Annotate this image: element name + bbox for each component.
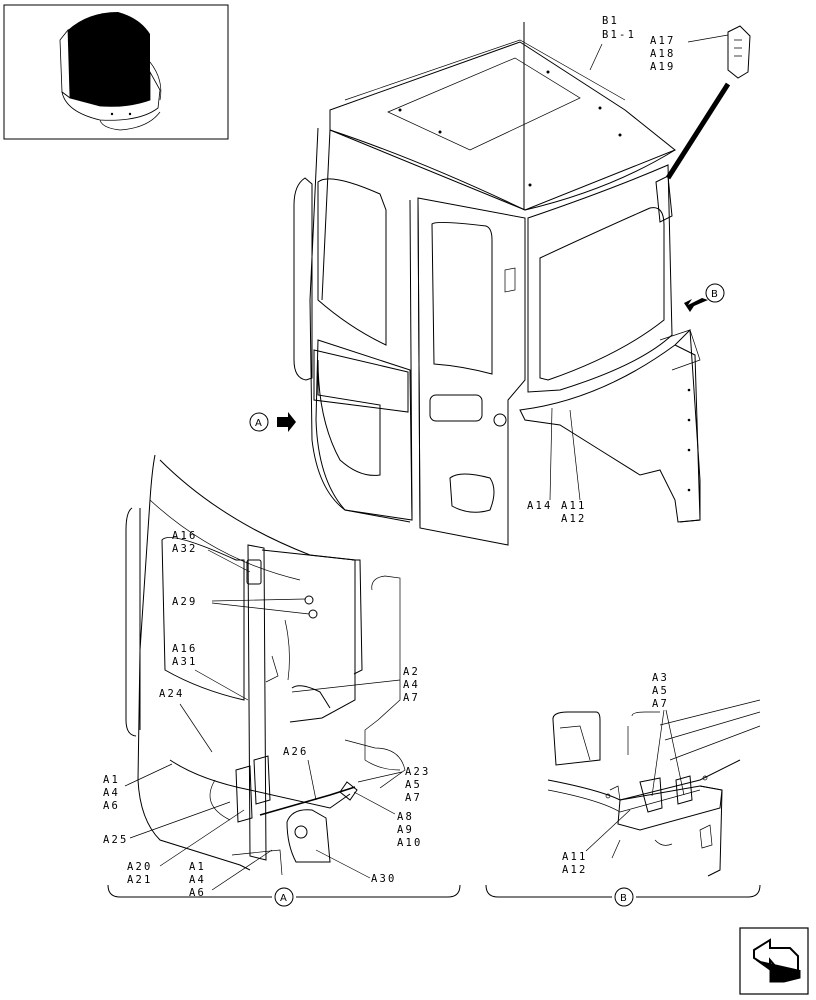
callout-label: A10 [397,837,423,849]
arrow-icon [277,412,296,432]
callout-a14-a11: A14 A11 A12 [527,407,587,525]
callout-label: A1 [189,861,206,873]
callout-a17: A17 A18 A19 [650,25,751,180]
cab-assembly [293,22,701,546]
view-b-indicator: B [684,283,725,312]
callout-label: A25 [103,834,129,846]
callout-label: A23 [405,766,431,778]
callout-label: A19 [650,61,676,73]
callout-label: A4 [103,787,120,799]
callout-label: A2 [403,666,420,678]
view-a-indicator: A [249,412,296,432]
view-b-label: B [711,289,718,300]
callout-label: A14 [527,500,553,512]
detail-b-label: B [620,893,627,904]
callout-label: A1 [103,774,120,786]
view-a-label: A [255,418,262,429]
detail-b-callouts: A3 A5 A7 A11 A12 [562,672,685,876]
callout-label: A24 [159,688,185,700]
callout-label: A9 [397,824,414,836]
callout-label: A6 [103,800,120,812]
callout-label: A4 [403,679,420,691]
callout-label: A4 [189,874,206,886]
callout-label: A7 [652,698,669,710]
callout-label: A7 [405,792,422,804]
callout-label: A11 [561,500,587,512]
callout-label: A18 [650,48,676,60]
callout-b1: B1 B1-1 [589,15,636,71]
callout-label: B1 [602,15,619,27]
callout-label: A29 [172,596,198,608]
arrow-icon [684,298,708,312]
detail-view-a [125,454,406,876]
callout-label: A12 [561,513,587,525]
detail-b-bracket: B [485,884,761,907]
callout-label: A7 [403,692,420,704]
callout-label: A16 [172,530,198,542]
callout-label: A21 [127,874,153,886]
callout-label: A32 [172,543,198,555]
callout-label: A12 [562,864,588,876]
callout-label: A6 [189,887,206,899]
callout-label: A11 [562,851,588,863]
callout-label: A20 [127,861,153,873]
detail-a-bracket: A [107,884,461,907]
callout-label: A17 [650,35,676,47]
callout-label: A31 [172,656,198,668]
cab-thumbnail[interactable] [3,4,229,140]
detail-a-label: A [280,893,287,904]
callout-label: A5 [652,685,669,697]
callout-label: A30 [371,873,397,885]
callout-label: A3 [652,672,669,684]
callout-label: A26 [283,746,309,758]
callout-label: A8 [397,811,414,823]
detail-view-b [547,699,761,877]
detail-a-callouts: A16 A32 A29 A16 A31 A24 A2 A4 A7 A26 A23… [103,530,431,899]
callout-label: A5 [405,779,422,791]
callout-label: A16 [172,643,198,655]
callout-label: B1-1 [602,29,636,41]
navigation-arrow-icon[interactable] [739,927,809,995]
latch-part [727,25,751,79]
